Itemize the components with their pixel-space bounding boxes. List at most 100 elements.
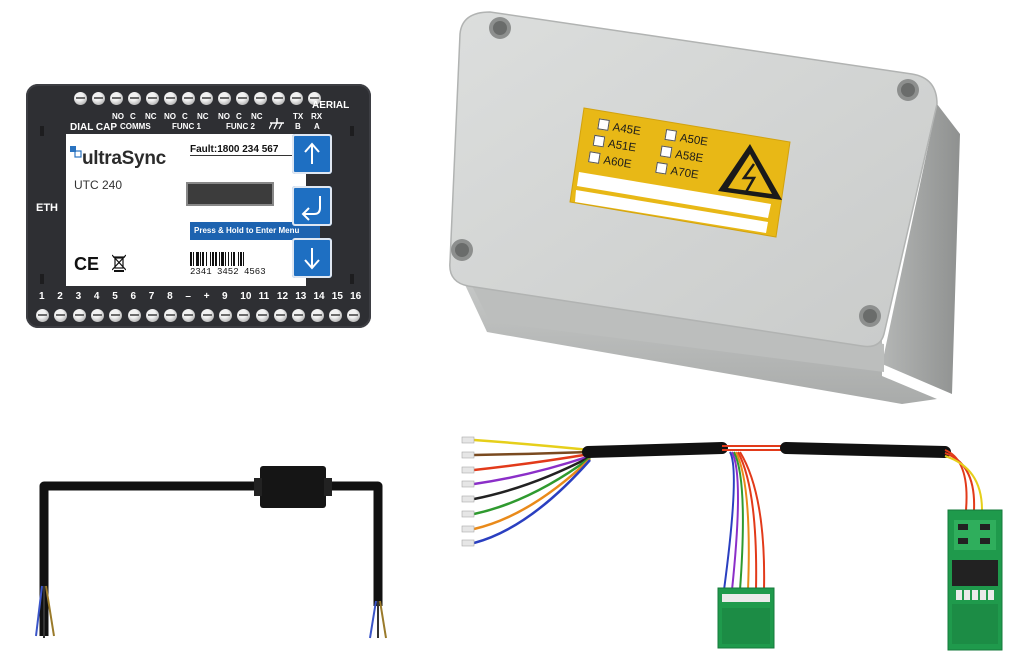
label-option: A51E	[592, 134, 637, 154]
up-button[interactable]	[292, 134, 332, 174]
terminal-number: 15	[331, 291, 343, 302]
terminal-screw	[273, 309, 287, 322]
comms-label: COMMS	[120, 122, 151, 131]
drop-wires	[723, 451, 766, 591]
terminal-screw	[219, 309, 232, 322]
side-notch	[350, 126, 354, 136]
func2-label: FUNC 2	[226, 122, 255, 131]
wire-brown	[45, 585, 55, 637]
terminal-screw	[237, 309, 251, 322]
barcode-bar	[200, 252, 201, 266]
cable-sleeve	[582, 442, 728, 458]
wire-pins	[461, 436, 475, 547]
barcode-bar	[240, 252, 242, 266]
terminal-number: –	[185, 291, 191, 302]
enter-icon	[301, 196, 321, 221]
screw	[489, 17, 511, 39]
terminal-number: 10	[240, 291, 252, 302]
label-option: A60E	[588, 151, 633, 171]
wire-blue	[35, 585, 43, 637]
terminal-screw	[127, 309, 141, 322]
label-write-strip	[575, 190, 768, 233]
wire-brown	[379, 600, 387, 639]
terminal-number: 13	[295, 291, 307, 302]
side-notch	[350, 274, 354, 284]
ultrasync-logo-icon	[70, 146, 82, 158]
high-voltage-icon	[718, 144, 782, 200]
aerial-label: AERIAL	[312, 100, 350, 111]
terminal-screw	[145, 309, 159, 322]
terminal-screw	[290, 92, 303, 105]
terminal-screw	[72, 309, 86, 322]
terminal-screw	[200, 309, 214, 322]
barcode-bar	[228, 252, 229, 266]
barcode-bar	[210, 252, 211, 266]
enter-button[interactable]	[292, 186, 332, 226]
barcode-bar	[202, 252, 204, 266]
checkbox-icon	[659, 145, 673, 159]
barcode-bar	[193, 252, 194, 266]
terminal-number: 2	[57, 291, 63, 302]
barcode-bar	[225, 252, 226, 266]
terminal-screw	[92, 92, 105, 105]
tx-label: TX	[293, 112, 304, 121]
terminal-screw	[182, 309, 196, 322]
terminal-number: 9	[222, 291, 228, 302]
no-label-2: NO	[164, 112, 176, 121]
barcode-bar	[206, 252, 207, 266]
fault-number: Fault:1800 234 567	[190, 144, 304, 156]
terminal-number: 7	[148, 291, 155, 302]
label-option: A45E	[597, 118, 642, 138]
menu-hint-label: Press & Hold to Enter Menu	[190, 222, 320, 240]
barcode-bar	[231, 252, 232, 266]
terminal-screw	[182, 92, 195, 105]
brand-name: ultraSync	[82, 148, 166, 169]
barcode-bar	[219, 252, 220, 266]
func1-label: FUNC 1	[172, 122, 201, 131]
side-notch	[40, 126, 44, 136]
checkbox-icon	[588, 151, 601, 164]
ferrite-core	[260, 466, 326, 508]
model-name: UTC 240	[74, 178, 123, 192]
terminal-screw	[164, 309, 178, 322]
terminal-screw	[200, 92, 213, 105]
terminal-screw	[236, 92, 249, 105]
cable-sleeve	[780, 442, 951, 458]
down-button[interactable]	[292, 238, 332, 278]
cable-body	[39, 481, 383, 636]
nc-label-3: NC	[251, 112, 263, 121]
barcode-bar	[238, 252, 239, 266]
barcode-bar	[221, 252, 224, 266]
wiring-harness	[461, 436, 1003, 651]
label-option: A58E	[659, 145, 705, 165]
checkbox-icon	[655, 161, 668, 175]
terminal-connector	[717, 587, 775, 649]
c-label-3: C	[236, 112, 242, 121]
rx-label: RX	[311, 112, 323, 121]
barcode-bar	[196, 252, 199, 266]
arrow-up-icon	[304, 142, 320, 164]
no-label-3: NO	[218, 112, 230, 121]
terminal-screw	[310, 309, 324, 322]
terminal-number: +	[203, 291, 210, 302]
box-side-right	[882, 104, 960, 394]
cable-clip	[254, 478, 262, 496]
terminal-number: 11	[258, 291, 270, 302]
terminal-number: 12	[276, 291, 289, 302]
dial-cap-label: DIAL CAP	[70, 122, 118, 133]
terminal-screw	[74, 92, 87, 105]
antenna-cable	[35, 466, 387, 639]
terminal-screw	[347, 309, 361, 322]
terminal-screw	[164, 92, 177, 105]
wire-blue	[369, 600, 377, 639]
harness-wires-left	[473, 438, 591, 545]
terminal-number: 6	[130, 291, 137, 302]
terminal-number: 4	[93, 291, 100, 302]
terminal-screw	[90, 309, 104, 322]
terminal-screw	[110, 92, 123, 105]
checkbox-icon	[597, 118, 610, 131]
terminal-screw	[36, 309, 49, 322]
cable-clip	[324, 478, 332, 496]
terminal-screw	[218, 92, 231, 105]
b-label: B	[295, 122, 301, 131]
